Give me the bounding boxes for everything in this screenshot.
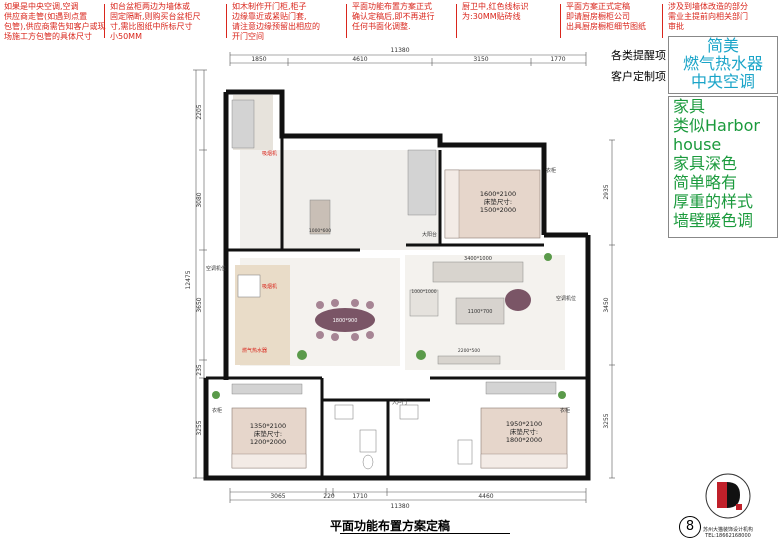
note-2: 如台盆柜两边为墙体或 固定隔断,则购买台盆柜尺 寸,需比图纸中所标尺寸 小50M… bbox=[110, 2, 201, 41]
walls bbox=[203, 89, 591, 481]
dining-table-size: 1800*900 bbox=[333, 318, 358, 324]
balcony-label: 大阳台 bbox=[422, 231, 437, 238]
sofa-set: 3400*1000 1100*700 1000*1000 2200*500 bbox=[409, 256, 531, 365]
dim-top-seg: 1770 bbox=[550, 56, 565, 63]
dim-right-seg: 2935 bbox=[603, 184, 610, 199]
dim-left-total: 12475 bbox=[185, 270, 192, 289]
ac-left-label: 空调机位 bbox=[206, 265, 226, 272]
logo-company-name: 苏州大猫装饰设计机构 bbox=[702, 527, 753, 533]
closet-ne-label: 衣柜 bbox=[546, 167, 556, 174]
title-underline bbox=[340, 533, 510, 534]
header-notes: 如果是中央空调,空调 供应商走管(如遇到点置 包管),供应商需告知客户或现 场施… bbox=[0, 0, 780, 44]
entry-label: 入户门 bbox=[392, 399, 407, 406]
bar-table-size: 1000*600 bbox=[309, 228, 331, 234]
note-7: 涉及到墙体改造的部分 需业主提前向相关部门 审批 bbox=[668, 2, 748, 31]
page-number: 8 bbox=[679, 516, 701, 538]
dim-bottom-total: 11380 bbox=[390, 503, 409, 510]
dimension-labels: 11380 1850 4610 3150 1770 3065 220 1710 … bbox=[185, 47, 610, 510]
kitchen-hood-label: 吸烟机 bbox=[262, 283, 277, 290]
logo-phone: TEL:18662168000 bbox=[705, 533, 751, 539]
custom-box: 家具 类似Harbor house 家具深色 简单略有 厚重的样式 墙壁暖色调 bbox=[668, 96, 778, 238]
dim-right-seg: 3255 bbox=[603, 413, 610, 428]
dim-top-total: 11380 bbox=[390, 47, 409, 54]
closet-sw-label: 衣柜 bbox=[212, 407, 222, 414]
water-heater-label: 燃气热水器 bbox=[242, 347, 267, 354]
tv-cabinet-size: 2200*500 bbox=[458, 348, 480, 354]
custom-text: 家具 类似Harbor house 家具深色 简单略有 厚重的样式 墙壁暖色调 bbox=[673, 97, 760, 230]
note-divider bbox=[560, 4, 561, 38]
note-divider bbox=[456, 4, 457, 38]
coffee-table-size: 1100*700 bbox=[468, 309, 493, 315]
dining-table: 1800*900 bbox=[315, 299, 375, 341]
dim-bottom-seg: 4460 bbox=[478, 493, 493, 500]
reminder-box: 简美 燃气热水器 中央空调 bbox=[668, 36, 778, 94]
custom-label: 客户定制项 bbox=[611, 70, 666, 83]
note-divider bbox=[346, 4, 347, 38]
dim-bottom-seg: 3065 bbox=[270, 493, 285, 500]
armchair-size: 1000*1000 bbox=[411, 289, 436, 295]
company-logo: 苏州大猫装饰设计机构 TEL:18662168000 bbox=[700, 472, 756, 539]
reminder-label: 各类提醒项 bbox=[611, 49, 666, 62]
note-3: 如木制作开门柜,柜子 边缘靠近或紧贴门套, 请注意边缘预留出相应的 开门空间 bbox=[232, 2, 320, 41]
dim-bottom-seg: 220 bbox=[323, 493, 335, 500]
note-1: 如果是中央空调,空调 供应商走管(如遇到点置 包管),供应商需告知客户或现 场施… bbox=[4, 2, 106, 41]
note-6: 平面方案正式定稿 即请厨房橱柜公司 出具厨房橱柜细节图纸 bbox=[566, 2, 646, 31]
dim-left-seg: 3650 bbox=[196, 297, 203, 312]
page-title: 平面功能布置方案定稿 bbox=[329, 519, 450, 533]
note-divider bbox=[226, 4, 227, 38]
dim-left-seg: 3255 bbox=[196, 420, 203, 435]
sofa-size: 3400*1000 bbox=[464, 256, 492, 262]
dim-right-seg: 3450 bbox=[603, 297, 610, 312]
note-divider bbox=[662, 4, 663, 38]
svg-text:吸烟机: 吸烟机 bbox=[262, 150, 277, 157]
dim-top-seg: 3150 bbox=[473, 56, 488, 63]
dim-top-seg: 1850 bbox=[251, 56, 266, 63]
dim-left-seg: 3080 bbox=[196, 192, 203, 207]
ac-right-label: 空调机位 bbox=[556, 295, 576, 302]
closet-se-label: 衣柜 bbox=[560, 407, 570, 414]
dim-left-seg: 235 bbox=[196, 364, 203, 376]
note-4: 平面功能布置方案正式 确认定稿后,即不再进行 任何书面化调整. bbox=[352, 2, 435, 31]
dim-left-seg: 2205 bbox=[196, 104, 203, 119]
note-divider bbox=[104, 4, 105, 38]
reminder-text: 简美 燃气热水器 中央空调 bbox=[682, 36, 763, 91]
dim-bottom-seg: 1710 bbox=[352, 493, 367, 500]
note-5: 厨卫中,红色线标识 为:30MM贴砖线 bbox=[462, 2, 529, 21]
dim-top-seg: 4610 bbox=[352, 56, 367, 63]
